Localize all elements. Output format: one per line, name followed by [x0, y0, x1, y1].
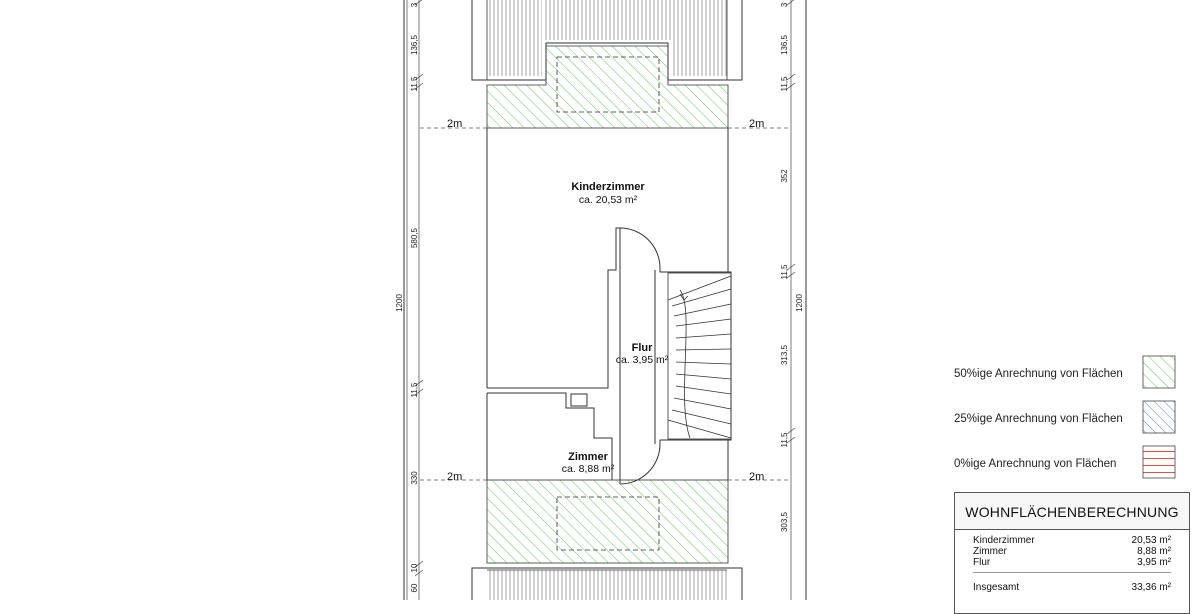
calculation-row: Kinderzimmer 20,53 m² — [973, 535, 1171, 547]
marker-2m-bottom-left: 2m — [447, 471, 462, 483]
dimension-chain-right — [786, 0, 796, 600]
roof-strip-bottom — [471, 567, 743, 600]
dim-left-580-5: 580,5 — [410, 227, 419, 248]
staircase — [667, 272, 732, 440]
calculation-row-label: Kinderzimmer — [973, 535, 1035, 546]
calculation-row-label: Zimmer — [973, 546, 1007, 557]
floor-plan: 2m 2m 2m 2m Kinderzimmer ca. 20,53 m² Fl… — [395, 0, 1176, 600]
dim-right-303-5: 303,5 — [780, 511, 789, 532]
calculation-title: WOHNFLÄCHENBERECHNUNG — [955, 493, 1189, 530]
room-name-zimmer: Zimmer — [568, 451, 608, 463]
calculation-total-row: Insgesamt 33,36 m² — [973, 582, 1171, 594]
dim-left-60: 60 — [410, 583, 419, 592]
dim-left-330: 330 — [410, 471, 419, 485]
calculation-divider — [973, 572, 1171, 573]
dim-left-1200: 1200 — [395, 294, 404, 312]
hatched-area-bottom — [420, 479, 790, 564]
legend-swatch-50 — [1142, 355, 1176, 389]
dim-left-3: 3 — [410, 2, 419, 7]
dim-right-352: 352 — [780, 169, 789, 183]
roof-strip-top — [471, 0, 743, 81]
dim-left-10: 10 — [410, 563, 419, 572]
legend-swatch-25 — [1142, 400, 1176, 434]
room-area-flur: ca. 3,95 m² — [616, 354, 669, 366]
dim-right-11-5-c: 11,5 — [780, 432, 789, 448]
dim-right-3: 3 — [780, 2, 789, 7]
dim-right-11-5-a: 11,5 — [780, 76, 789, 92]
calculation-total-label: Insgesamt — [973, 582, 1020, 593]
area-calculation-table: WOHNFLÄCHENBERECHNUNG Kinderzimmer 20,53… — [954, 492, 1190, 614]
marker-2m-top-right: 2m — [749, 118, 764, 130]
calculation-row: Zimmer 8,88 m² — [973, 546, 1171, 558]
dim-right-1200: 1200 — [795, 294, 804, 312]
dim-right-313-5: 313,5 — [780, 344, 789, 365]
calculation-row-value: 3,95 m² — [1137, 557, 1171, 568]
dim-right-136-5: 136,5 — [780, 34, 789, 55]
marker-2m-top-left: 2m — [447, 118, 462, 130]
dim-left-11-5-a: 11,5 — [410, 76, 419, 92]
legend-label-25: 25%ige Anrechnung von Flächen — [954, 413, 1123, 425]
legend-swatch-0 — [1142, 445, 1176, 479]
legend-label-0: 0%ige Anrechnung von Flächen — [954, 458, 1116, 470]
legend: 50%ige Anrechnung von Flächen 25%ige Anr… — [954, 355, 1176, 479]
marker-2m-bottom-right: 2m — [749, 471, 764, 483]
dim-left-136-5: 136,5 — [410, 34, 419, 55]
hatched-area-top — [420, 45, 790, 129]
dim-left-11-5-b: 11,5 — [410, 382, 419, 398]
outer-walls — [403, 0, 807, 600]
calculation-row-value: 8,88 m² — [1137, 546, 1171, 557]
room-name-flur: Flur — [632, 342, 653, 354]
calculation-row-value: 20,53 m² — [1131, 535, 1171, 546]
calculation-row-label: Flur — [973, 557, 991, 568]
dim-right-11-5-b: 11,5 — [780, 264, 789, 280]
dimension-chain-left — [406, 0, 424, 600]
calculation-total-value: 33,36 m² — [1131, 582, 1171, 593]
room-area-zimmer: ca. 8,88 m² — [562, 463, 615, 475]
legend-label-50: 50%ige Anrechnung von Flächen — [954, 368, 1123, 380]
room-area-kinderzimmer: ca. 20,53 m² — [579, 194, 638, 206]
room-name-kinderzimmer: Kinderzimmer — [571, 181, 645, 193]
calculation-row: Flur 3,95 m² — [973, 557, 1171, 569]
